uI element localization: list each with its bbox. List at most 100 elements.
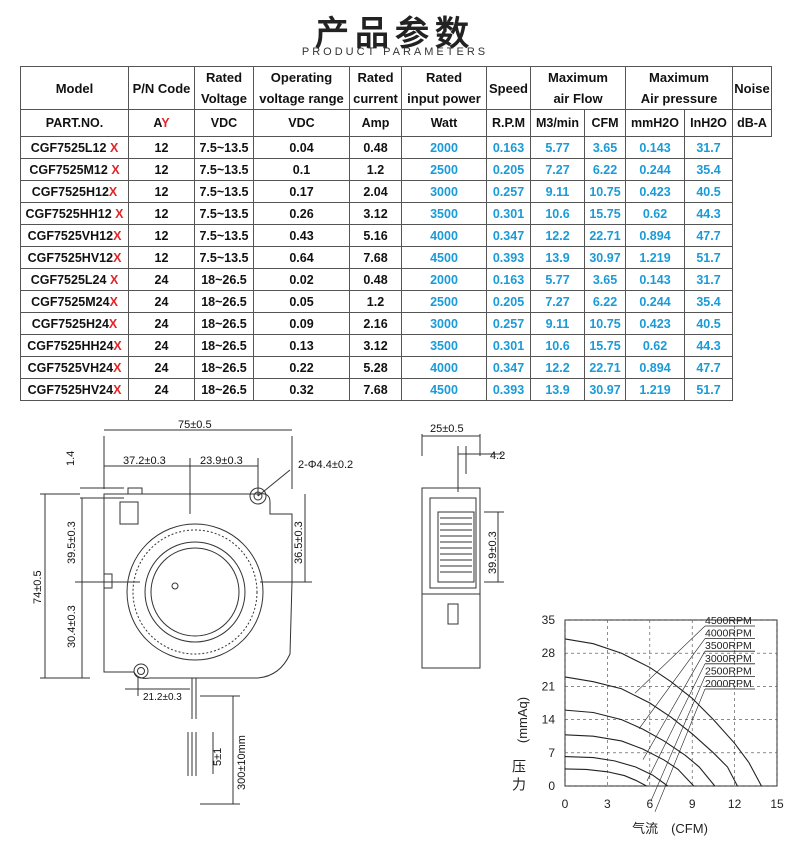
table-cell-cfm: 5.77: [530, 268, 585, 291]
legend-label: 3500RPM: [705, 640, 752, 652]
model-cell: CGF7525L24 X: [20, 268, 129, 291]
table-cell-mm: 22.71: [584, 224, 626, 247]
table-cell-v: 12: [128, 136, 195, 159]
model-cell: CGF7525HV12X: [20, 246, 129, 269]
col-pn: P/N Code: [128, 66, 195, 110]
table-cell-db: 44.3: [684, 202, 733, 225]
model-cell: CGF7525M12 X: [20, 158, 129, 181]
dim-hole: 2-Φ4.4±0.2: [298, 459, 353, 471]
table-cell-cfm: 10.6: [530, 334, 585, 357]
table-cell-v: 12: [128, 224, 195, 247]
unit-partno: PART.NO.: [20, 109, 129, 137]
dim-left-upper: 39.5±0.3: [66, 521, 78, 564]
page-subtitle: PRODUCT PARAMETERS: [301, 46, 489, 58]
table-cell-mm: 3.65: [584, 136, 626, 159]
model-cell: CGF7525H12X: [20, 180, 129, 203]
table-cell-watt: 1.2: [349, 158, 402, 181]
legend-label: 4500RPM: [705, 615, 752, 627]
legend-leader: [642, 651, 706, 760]
table-cell-watt: 5.28: [349, 356, 402, 379]
table-cell-mm: 30.97: [584, 378, 626, 401]
table-cell-mm: 15.75: [584, 202, 626, 225]
table-cell-watt: 3.12: [349, 202, 402, 225]
table-cell-watt: 0.48: [349, 136, 402, 159]
table-cell-cfm: 9.11: [530, 312, 585, 335]
x-tick-label: 9: [689, 797, 696, 811]
table-cell-v: 24: [128, 334, 195, 357]
legend-leader: [638, 638, 706, 729]
table-cell-range: 18~26.5: [194, 334, 254, 357]
table-cell-inh: 1.219: [625, 378, 685, 401]
col-model: Model: [20, 66, 129, 110]
table-cell-inh: 1.219: [625, 246, 685, 269]
table-cell-range: 7.5~13.5: [194, 180, 254, 203]
model-cell: CGF7525VH12X: [20, 224, 129, 247]
y-tick-label: 35: [542, 613, 556, 627]
dim-left-lower: 30.4±0.3: [66, 605, 78, 648]
table-cell-rpm: 2500: [401, 158, 487, 181]
table-cell-amp: 0.04: [253, 136, 350, 159]
y-tick-label: 7: [548, 746, 555, 760]
table-cell-watt: 2.04: [349, 180, 402, 203]
dim-mid: 23.9±0.3: [200, 455, 243, 467]
table-cell-cfm: 12.2: [530, 224, 585, 247]
x-tick-label: 15: [770, 797, 784, 811]
table-cell-db: 31.7: [684, 136, 733, 159]
table-cell-mm: 22.71: [584, 356, 626, 379]
table-cell-cfm: 13.9: [530, 246, 585, 269]
table-cell-amp: 0.22: [253, 356, 350, 379]
legend-label: 2000RPM: [705, 678, 752, 690]
table-cell-v: 12: [128, 246, 195, 269]
table-cell-watt: 1.2: [349, 290, 402, 313]
series-line-4500rpm: [564, 638, 762, 787]
table-cell-rpm: 4500: [401, 378, 487, 401]
y-axis-unit: (mmAq): [515, 697, 530, 743]
table-cell-rpm: 4000: [401, 356, 487, 379]
table-cell-cfm: 7.27: [530, 158, 585, 181]
table-cell-v: 24: [128, 356, 195, 379]
unit-cell: R.P.M: [486, 109, 531, 137]
table-cell-m3: 0.163: [486, 136, 531, 159]
legend-label: 4000RPM: [705, 628, 752, 640]
legend-label: 2500RPM: [705, 665, 752, 677]
dim-top-offset: 1.4: [65, 451, 77, 466]
side-view-drawing: 25±0.5 4.2 39.9±0.3: [421, 423, 505, 669]
dim-wire-tip: 5±1: [212, 748, 224, 766]
dim-left: 37.2±0.3: [123, 455, 166, 467]
legend-leader: [646, 663, 706, 782]
x-tick-label: 0: [562, 797, 569, 811]
table-cell-watt: 7.68: [349, 378, 402, 401]
dim-side-inner: 4.2: [490, 450, 505, 462]
plot-frame: [564, 619, 778, 787]
unit-cell: InH2O: [684, 109, 733, 137]
table-cell-watt: 3.12: [349, 334, 402, 357]
table-cell-m3: 0.393: [486, 246, 531, 269]
table-cell-mm: 6.22: [584, 290, 626, 313]
table-cell-amp: 0.13: [253, 334, 350, 357]
table-cell-cfm: 9.11: [530, 180, 585, 203]
table-cell-mm: 6.22: [584, 158, 626, 181]
table-cell-range: 18~26.5: [194, 290, 254, 313]
table-cell-watt: 7.68: [349, 246, 402, 269]
table-cell-db: 51.7: [684, 378, 733, 401]
table-cell-range: 7.5~13.5: [194, 224, 254, 247]
model-cell: CGF7525HH12 X: [20, 202, 129, 225]
table-cell-mm: 15.75: [584, 334, 626, 357]
table-cell-range: 7.5~13.5: [194, 246, 254, 269]
model-cell: CGF7525HV24X: [20, 378, 129, 401]
table-cell-m3: 0.301: [486, 334, 531, 357]
model-cell: CGF7525HH24X: [20, 334, 129, 357]
table-cell-amp: 0.17: [253, 180, 350, 203]
table-cell-inh: 0.143: [625, 268, 685, 291]
